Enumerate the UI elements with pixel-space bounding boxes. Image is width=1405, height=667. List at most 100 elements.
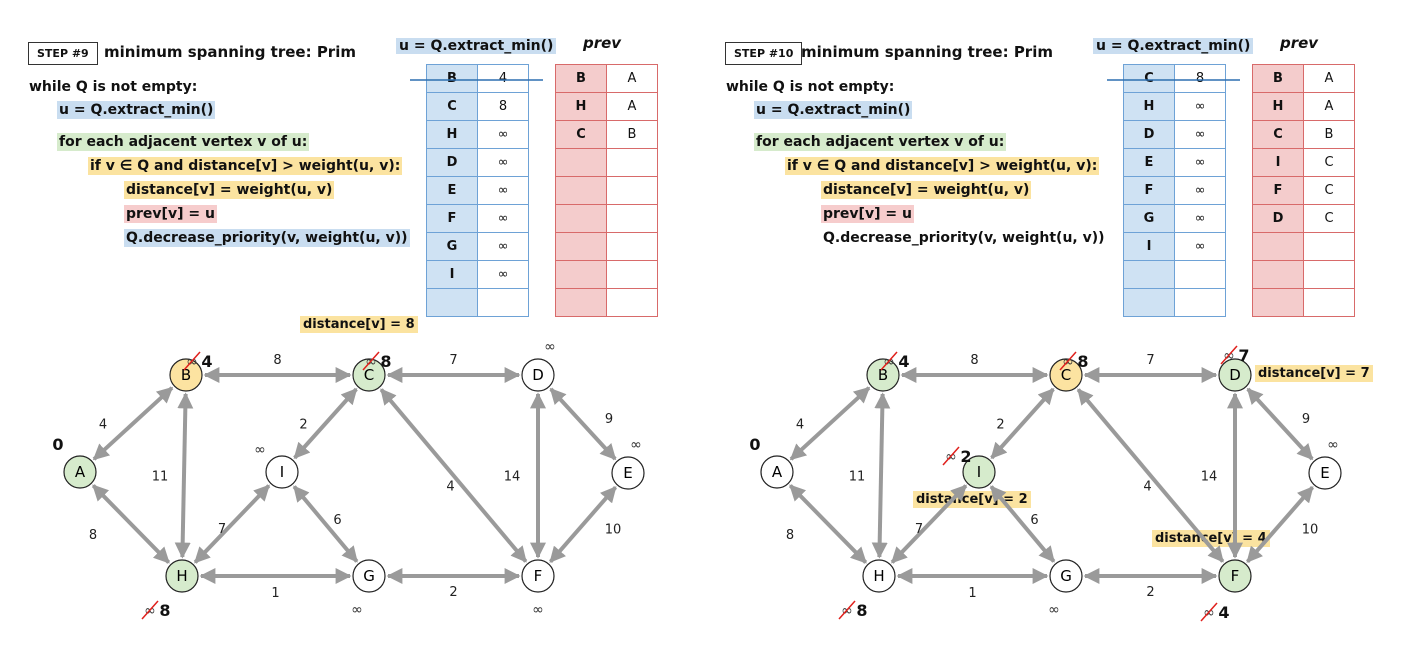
queue-vertex: H	[426, 120, 478, 149]
step-label: STEP #10	[725, 42, 803, 65]
node-distance: 4	[1218, 603, 1229, 622]
prev-row	[555, 204, 658, 233]
edge-E-F	[1245, 485, 1315, 564]
edge-weight: 4	[796, 418, 804, 433]
edge-weight: 2	[996, 418, 1004, 433]
node-distance: ∞	[544, 339, 556, 355]
prev-row	[1252, 288, 1355, 317]
node-distance: 4	[201, 352, 212, 371]
prev-vertex: B	[555, 64, 607, 93]
queue-value: ∞	[477, 148, 529, 177]
edge-weight: 7	[449, 353, 457, 368]
code-decrease: Q.decrease_priority(v, weight(u, v))	[823, 230, 1105, 246]
queue-vertex: G	[1123, 204, 1175, 233]
code-if: if v ∈ Q and distance[v] > weight(u, v):	[785, 157, 1100, 175]
prev-value: C	[1303, 176, 1355, 205]
queue-vertex: D	[426, 148, 478, 177]
edge-C-I	[293, 387, 358, 460]
node-label: A	[75, 463, 86, 481]
node-label: D	[532, 366, 544, 384]
distance-callout-d: distance[v] = 7	[1255, 365, 1373, 382]
prev-vertex	[555, 148, 607, 177]
queue-vertex: F	[426, 204, 478, 233]
queue-row	[426, 288, 529, 317]
edge-weight: 8	[970, 353, 978, 368]
prev-vertex	[555, 176, 607, 205]
edge-A-H	[788, 484, 868, 564]
prev-row	[555, 148, 658, 177]
queue-header: u = Q.extract_min()	[396, 38, 557, 54]
node-distance: ∞	[254, 442, 266, 458]
code-while: while Q is not empty:	[29, 79, 198, 95]
queue-value: ∞	[1174, 120, 1226, 149]
edge-weight: 2	[449, 585, 457, 600]
queue-value	[1174, 288, 1226, 317]
node-distance: ∞	[630, 437, 642, 453]
extracted-strike-line	[410, 79, 543, 81]
edge-weight: 10	[1302, 523, 1319, 538]
prev-header: prev	[583, 34, 622, 52]
prev-value	[606, 204, 658, 233]
edge-weight: 8	[273, 353, 281, 368]
strike-mark	[880, 351, 898, 371]
node-B	[866, 358, 900, 392]
node-distance: ∞	[1048, 602, 1060, 618]
prev-value: A	[1303, 64, 1355, 93]
prev-header: prev	[1280, 34, 1319, 52]
prev-value	[1303, 260, 1355, 289]
edge-C-F	[1076, 388, 1225, 563]
edge-weight: 4	[446, 480, 454, 495]
queue-row: F∞	[1123, 176, 1226, 205]
strike-mark	[1220, 345, 1238, 365]
code-assign: distance[v] = weight(u, v)	[821, 181, 1032, 199]
edge-B-H	[174, 392, 194, 559]
node-label: F	[534, 567, 543, 585]
queue-vertex	[426, 288, 478, 317]
queue-vertex: F	[1123, 176, 1175, 205]
edge-weight: 14	[504, 470, 521, 485]
node-label: H	[176, 567, 187, 585]
queue-value: ∞	[1174, 176, 1226, 205]
queue-value	[477, 288, 529, 317]
prev-vertex	[555, 288, 607, 317]
queue-vertex	[1123, 288, 1175, 317]
queue-vertex: D	[1123, 120, 1175, 149]
code-foreach: for each adjacent vertex v of u:	[57, 133, 310, 151]
node-label: G	[1060, 567, 1072, 585]
queue-value: ∞	[477, 120, 529, 149]
queue-vertex: C	[1123, 64, 1175, 93]
edge-weight: 8	[89, 528, 97, 543]
prev-vertex: F	[1252, 176, 1304, 205]
edge-A-B	[92, 386, 174, 461]
prev-vertex	[1252, 288, 1304, 317]
queue-row: H∞	[426, 120, 529, 149]
queue-row: D∞	[426, 148, 529, 177]
node-H	[862, 559, 896, 593]
edge-H-I	[890, 484, 968, 564]
edge-H-I	[193, 484, 271, 564]
node-distance: 0	[52, 435, 63, 454]
node-distance: 0	[749, 435, 760, 454]
prev-vertex: I	[1252, 148, 1304, 177]
node-F	[521, 559, 555, 593]
strike-mark	[1200, 602, 1218, 622]
node-A	[760, 455, 794, 489]
edge-weight: 2	[1146, 585, 1154, 600]
prev-vertex	[1252, 232, 1304, 261]
node-D	[521, 358, 555, 392]
prev-vertex: D	[1252, 204, 1304, 233]
queue-vertex: G	[426, 232, 478, 261]
queue-row: I∞	[426, 260, 529, 289]
edge-weight: 9	[1302, 412, 1310, 427]
edge-weight: 7	[915, 522, 923, 537]
strike-mark	[838, 600, 856, 620]
queue-header: u = Q.extract_min()	[1093, 38, 1254, 54]
queue-row: I∞	[1123, 232, 1226, 261]
prev-value	[606, 232, 658, 261]
